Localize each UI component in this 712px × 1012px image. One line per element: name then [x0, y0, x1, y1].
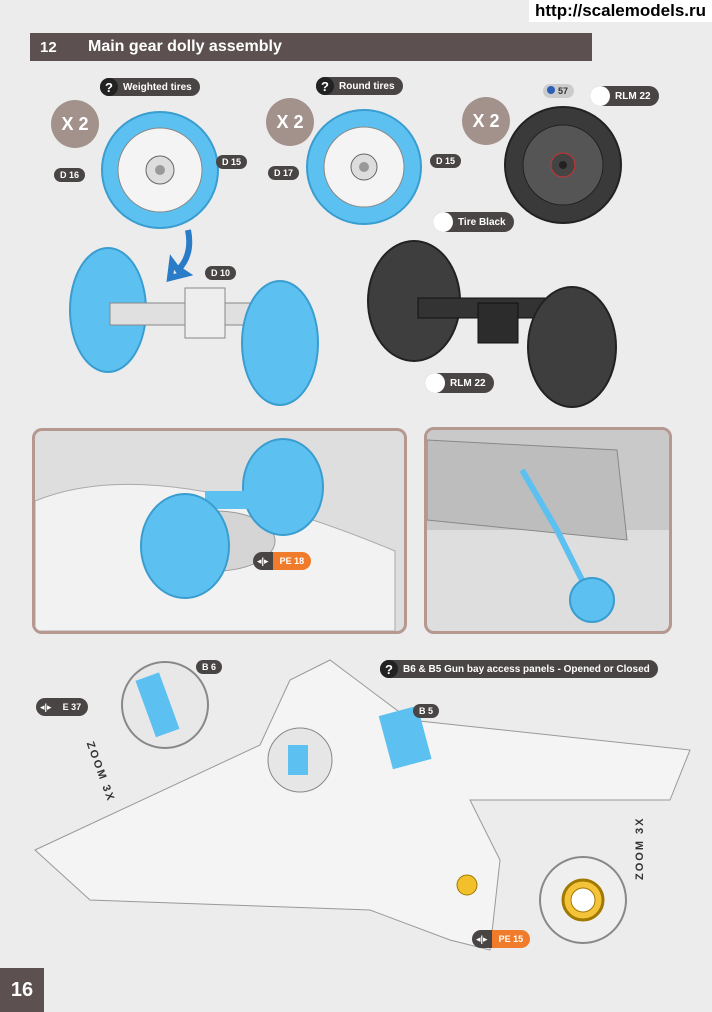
- assembly-arrow-icon: [166, 229, 194, 282]
- option-weighted-tires: ? Weighted tires: [100, 78, 200, 96]
- dolly-assembly-painted: [367, 240, 617, 408]
- paint-tire-black: ▲ Tire Black: [433, 212, 514, 232]
- part-label-d17: D 17: [268, 166, 300, 180]
- multiplier-round: X 2: [266, 98, 314, 146]
- part-label-d15: D 15: [430, 154, 462, 168]
- zoom-inset-gunbay: [121, 661, 209, 749]
- dolly-assembly-blue: [69, 247, 319, 406]
- pe15-tag: ◂|▸ PE 15: [472, 930, 531, 948]
- step-number: 12: [40, 38, 57, 56]
- photo-etch-icon: ◂|▸: [472, 930, 492, 948]
- part-label-b6: B 6: [196, 660, 223, 674]
- question-icon: ?: [316, 77, 334, 95]
- wheel-weighted: [101, 111, 219, 229]
- dolly-install-panel: [32, 428, 407, 634]
- pe18-tag: ◂|▸ PE 18: [253, 552, 312, 570]
- zoom-label: ZOOM 3X: [634, 816, 646, 880]
- multiplier-weighted: X 2: [51, 100, 99, 148]
- wheel-round: [306, 109, 422, 225]
- gear-side-panel: [424, 427, 672, 634]
- watermark: http://scalemodels.ru: [529, 0, 712, 22]
- photo-etch-icon: ◂|▸: [36, 698, 56, 716]
- page-number: 16: [0, 968, 44, 1012]
- step-title: Main gear dolly assembly: [88, 38, 282, 55]
- step-header: 12 Main gear dolly assembly: [30, 33, 592, 61]
- zoom-inset-nozzle: [539, 856, 627, 944]
- part-label-d15: D 15: [216, 155, 248, 169]
- paint-rlm22: ▲ RLM 22: [425, 373, 494, 393]
- wheel-painted: [504, 106, 622, 224]
- photo-etch-icon: ◂|▸: [253, 552, 273, 570]
- roundel-icon: [547, 86, 555, 94]
- option-gun-bay: ? B6 & B5 Gun bay access panels - Opened…: [380, 660, 658, 678]
- e37-tag: ◂|▸ E 37: [36, 698, 89, 716]
- question-icon: ?: [380, 660, 398, 678]
- paint-rlm22: ▲ RLM 22: [590, 86, 659, 106]
- part-label-d16: D 16: [54, 168, 86, 182]
- question-icon: ?: [100, 78, 118, 96]
- multiplier-painted: X 2: [462, 97, 510, 145]
- paint-icon: ▲: [433, 212, 453, 232]
- color-ref-57: 57: [543, 84, 575, 98]
- option-round-tires: ? Round tires: [316, 77, 403, 95]
- paint-icon: ▲: [590, 86, 610, 106]
- paint-icon: ▲: [425, 373, 445, 393]
- part-label-d10: D 10: [205, 266, 237, 280]
- aircraft-top-view: [34, 659, 691, 951]
- part-label-b5: B 5: [413, 704, 440, 718]
